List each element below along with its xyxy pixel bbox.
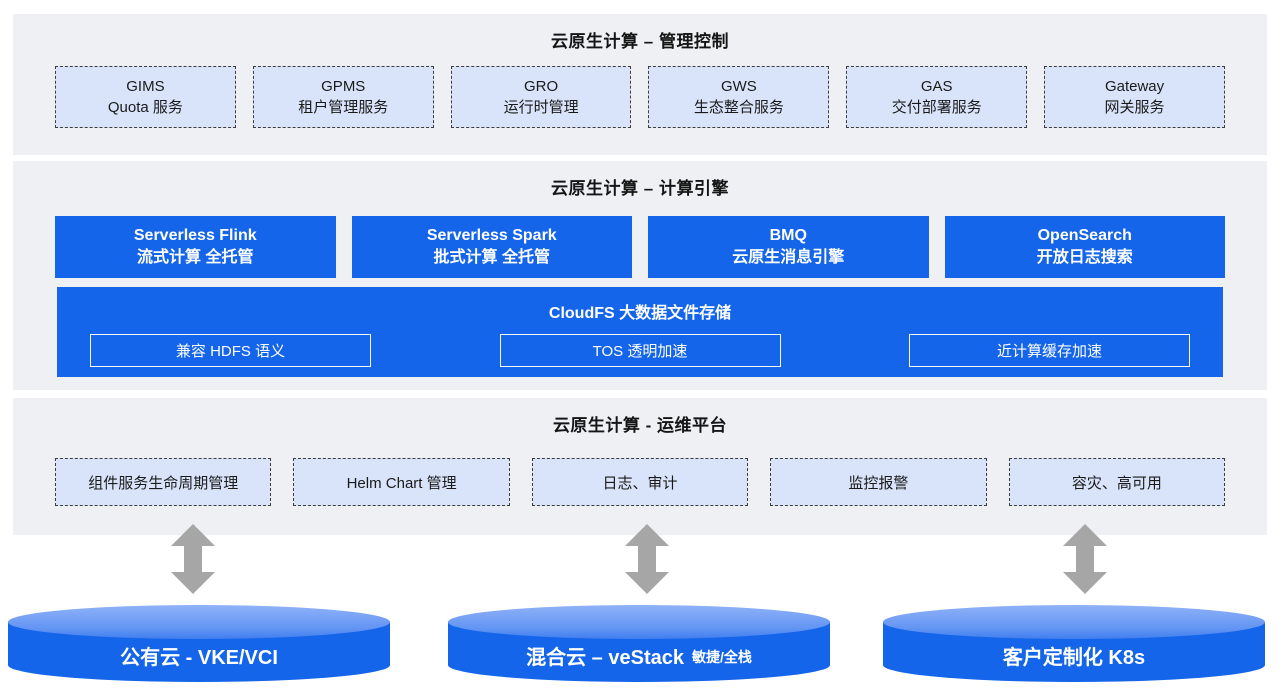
ops-box-helm-chart: Helm Chart 管理 — [293, 458, 510, 506]
double-arrow-vertical-icon — [625, 524, 669, 594]
section-title-management: 云原生计算 – 管理控制 — [551, 32, 729, 51]
cloudfs-feature-cache: 近计算缓存加速 — [909, 334, 1190, 367]
service-box-gws: GWS 生态整合服务 — [648, 66, 830, 128]
service-desc: 交付部署服务 — [891, 99, 982, 116]
cloudfs-title: CloudFS 大数据文件存储 — [548, 305, 732, 322]
ops-boxes-row: 组件服务生命周期管理 Helm Chart 管理 日志、审计 监控报警 容灾、高… — [13, 458, 1267, 506]
service-desc: 网关服务 — [1104, 99, 1165, 116]
platform-name: 客户定制化 K8s — [1002, 646, 1146, 669]
engine-desc: 开放日志搜索 — [1036, 249, 1133, 266]
engine-name: BMQ — [769, 226, 807, 244]
section-title-engine: 云原生计算 – 计算引擎 — [551, 179, 729, 198]
service-name: GRO — [523, 78, 559, 95]
platform-cylinder-custom-k8s: 客户定制化 K8s — [883, 605, 1265, 682]
service-desc: 运行时管理 — [503, 99, 579, 116]
platform-suffix: 敏捷/全栈 — [691, 648, 752, 665]
service-box-gateway: Gateway 网关服务 — [1044, 66, 1225, 128]
ops-box-disaster-recovery: 容灾、高可用 — [1008, 458, 1226, 506]
ops-box-log-audit: 日志、审计 — [531, 458, 749, 506]
engine-desc: 流式计算 全托管 — [137, 249, 254, 266]
platform-cylinder-hybrid-cloud: 混合云 – veStack 敏捷/全栈 — [448, 605, 830, 682]
cylinder-top — [883, 605, 1265, 639]
engine-box-serverless-spark: Serverless Spark 批式计算 全托管 — [351, 216, 632, 278]
platform-label: 混合云 – veStack 敏捷/全栈 — [448, 635, 830, 675]
section-title-ops: 云原生计算 - 运维平台 — [552, 416, 728, 435]
service-name: GAS — [920, 78, 953, 95]
ops-box-monitoring: 监控报警 — [770, 458, 987, 506]
engine-desc: 云原生消息引擎 — [732, 249, 845, 266]
engine-box-opensearch: OpenSearch 开放日志搜索 — [944, 216, 1225, 278]
service-box-gims: GIMS Quota 服务 — [55, 66, 236, 128]
platform-cylinder-public-cloud: 公有云 - VKE/VCI — [8, 605, 390, 682]
platform-label: 公有云 - VKE/VCI — [8, 635, 390, 675]
section-compute-engine: 云原生计算 – 计算引擎 Serverless Flink 流式计算 全托管 S… — [13, 161, 1267, 390]
double-arrow-vertical-icon — [1063, 524, 1107, 594]
platform-name: 公有云 - VKE/VCI — [120, 646, 278, 669]
service-box-gro: GRO 运行时管理 — [450, 66, 632, 128]
cloudfs-feature-tos: TOS 透明加速 — [499, 334, 781, 367]
service-box-gpms: GPMS 租户管理服务 — [252, 66, 434, 128]
double-arrow-vertical-icon — [171, 524, 215, 594]
service-name: Gateway — [1104, 78, 1165, 95]
service-box-gas: GAS 交付部署服务 — [846, 66, 1028, 128]
cylinder-top — [448, 605, 830, 639]
service-desc: 生态整合服务 — [693, 99, 784, 116]
service-desc: Quota 服务 — [107, 99, 183, 116]
management-services-row: GIMS Quota 服务 GPMS 租户管理服务 GRO 运行时管理 GWS … — [13, 66, 1267, 128]
engine-box-bmq: BMQ 云原生消息引擎 — [648, 216, 929, 278]
platform-name: 混合云 – veStack — [526, 646, 684, 669]
engine-name: OpenSearch — [1037, 226, 1132, 244]
engine-desc: 批式计算 全托管 — [433, 249, 550, 266]
service-name: GPMS — [321, 78, 366, 95]
section-ops-platform: 云原生计算 - 运维平台 组件服务生命周期管理 Helm Chart 管理 日志… — [13, 398, 1267, 535]
service-name: GIMS — [126, 78, 165, 95]
cylinder-top — [8, 605, 390, 639]
engine-name: Serverless Spark — [426, 226, 557, 244]
service-name: GWS — [720, 78, 757, 95]
cloudfs-feature-hdfs: 兼容 HDFS 语义 — [90, 334, 371, 367]
engine-box-serverless-flink: Serverless Flink 流式计算 全托管 — [55, 216, 336, 278]
cloudfs-storage-box: CloudFS 大数据文件存储 兼容 HDFS 语义 TOS 透明加速 近计算缓… — [57, 287, 1223, 377]
cloudfs-features-row: 兼容 HDFS 语义 TOS 透明加速 近计算缓存加速 — [57, 334, 1223, 367]
section-management-control: 云原生计算 – 管理控制 GIMS Quota 服务 GPMS 租户管理服务 G… — [13, 14, 1267, 155]
ops-box-lifecycle: 组件服务生命周期管理 — [55, 458, 272, 506]
engine-name: Serverless Flink — [133, 226, 257, 244]
engine-boxes-row: Serverless Flink 流式计算 全托管 Serverless Spa… — [13, 216, 1267, 278]
service-desc: 租户管理服务 — [298, 99, 389, 116]
platform-label: 客户定制化 K8s — [883, 635, 1265, 675]
